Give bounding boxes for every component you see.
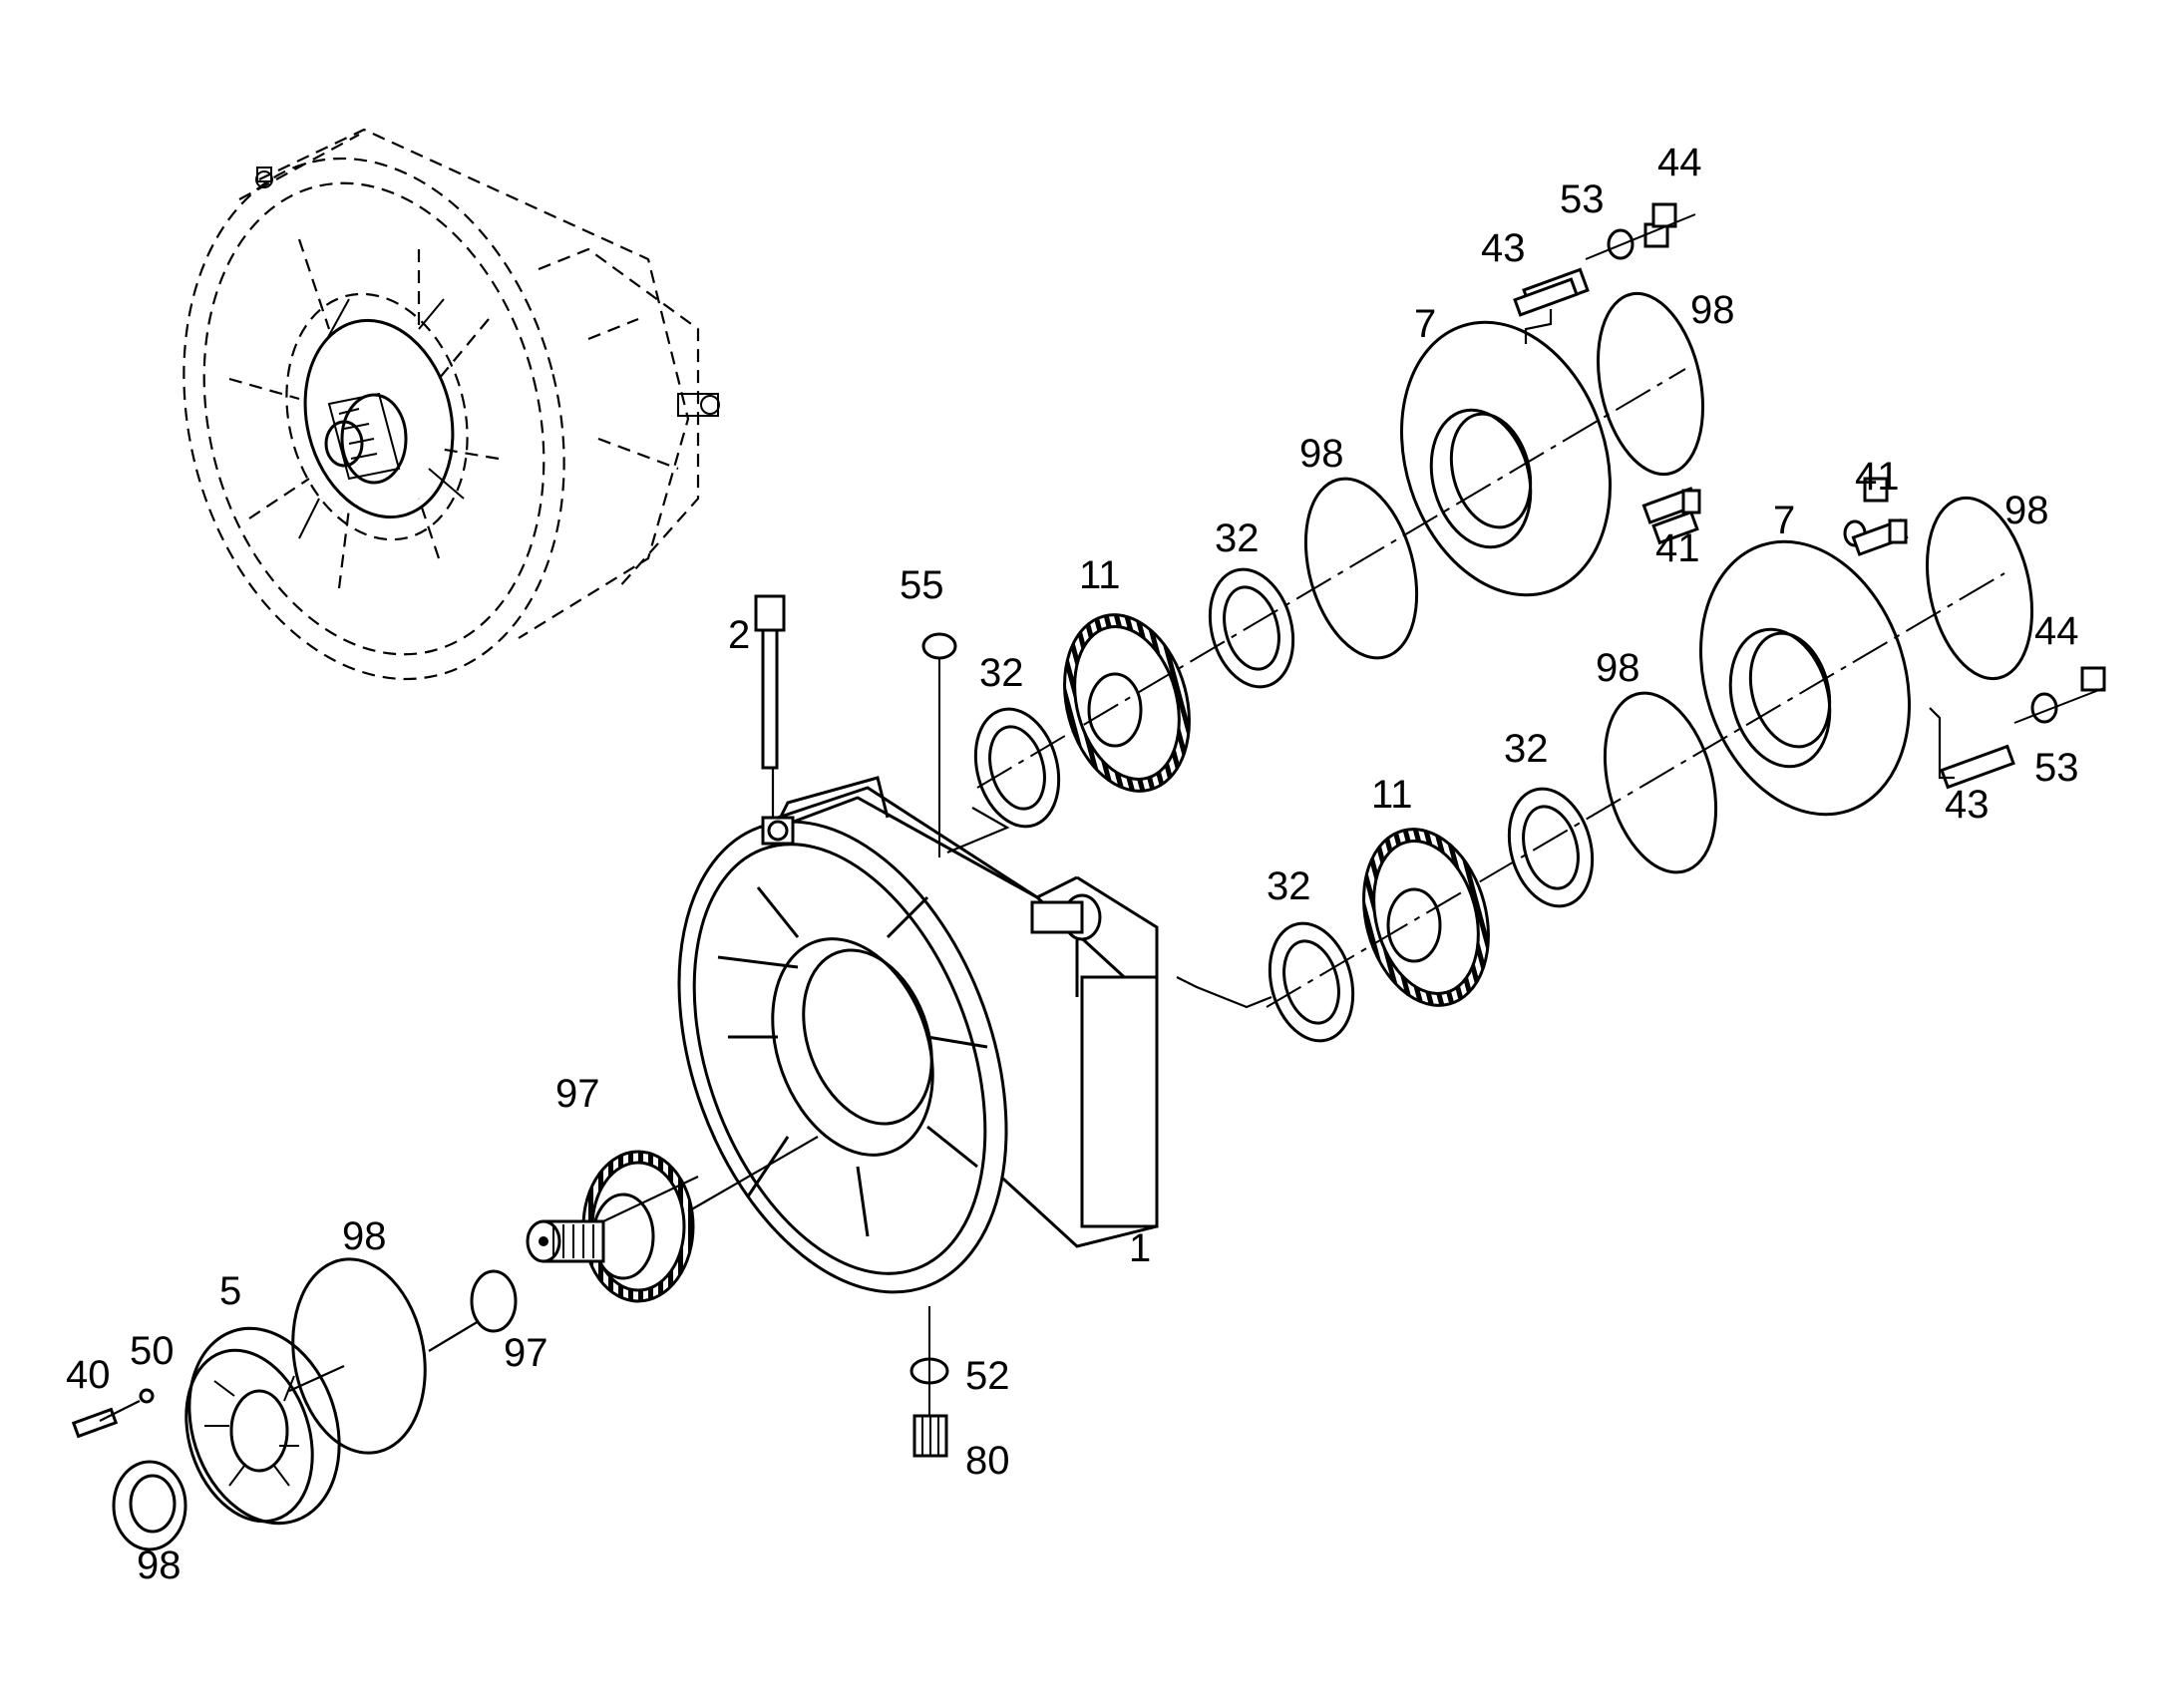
part-label-98: 98 bbox=[1299, 432, 1344, 476]
part-label-44: 44 bbox=[2034, 609, 2079, 653]
part-label-55: 55 bbox=[900, 563, 944, 607]
main-housing bbox=[677, 776, 1159, 1294]
lower-gear-train bbox=[1266, 477, 2034, 1043]
part-label-53: 53 bbox=[2034, 746, 2079, 790]
part-label-97: 97 bbox=[504, 1331, 548, 1375]
front-shaft-gear bbox=[526, 1150, 695, 1303]
part-label-7: 7 bbox=[1773, 499, 1795, 542]
part-label-52: 52 bbox=[965, 1354, 1010, 1398]
part-label-32: 32 bbox=[979, 651, 1024, 695]
part-label-11: 11 bbox=[1079, 553, 1121, 597]
reference-assembly-dashed bbox=[182, 128, 720, 681]
part-label-1: 1 bbox=[1129, 1226, 1151, 1270]
fasteners bbox=[99, 202, 2106, 1458]
part-label-43: 43 bbox=[1945, 783, 1990, 827]
part-label-40: 40 bbox=[66, 1353, 111, 1397]
part-label-32: 32 bbox=[1504, 727, 1549, 771]
front-cover bbox=[71, 1257, 518, 1551]
part-label-32: 32 bbox=[1215, 516, 1260, 560]
part-label-32: 32 bbox=[1267, 864, 1311, 908]
part-label-41: 41 bbox=[1855, 455, 1900, 499]
part-label-7: 7 bbox=[1414, 302, 1436, 346]
part-label-98: 98 bbox=[1690, 288, 1735, 332]
part-label-53: 53 bbox=[1560, 177, 1605, 221]
part-label-50: 50 bbox=[130, 1329, 175, 1373]
part-label-44: 44 bbox=[1657, 141, 1702, 184]
part-label-41: 41 bbox=[1655, 526, 1700, 570]
part-label-98: 98 bbox=[1596, 646, 1640, 690]
part-label-2: 2 bbox=[728, 613, 750, 657]
part-label-11: 11 bbox=[1371, 773, 1413, 817]
part-label-97: 97 bbox=[555, 1072, 600, 1116]
part-labels: 44 53 43 7 98 98 32 11 55 2 32 41 41 7 9… bbox=[66, 141, 2079, 1587]
part-label-98: 98 bbox=[2004, 489, 2049, 532]
part-label-80: 80 bbox=[965, 1439, 1010, 1483]
part-label-98: 98 bbox=[137, 1543, 182, 1587]
part-label-43: 43 bbox=[1481, 226, 1526, 270]
part-label-5: 5 bbox=[219, 1269, 241, 1313]
part-label-98: 98 bbox=[342, 1214, 387, 1258]
